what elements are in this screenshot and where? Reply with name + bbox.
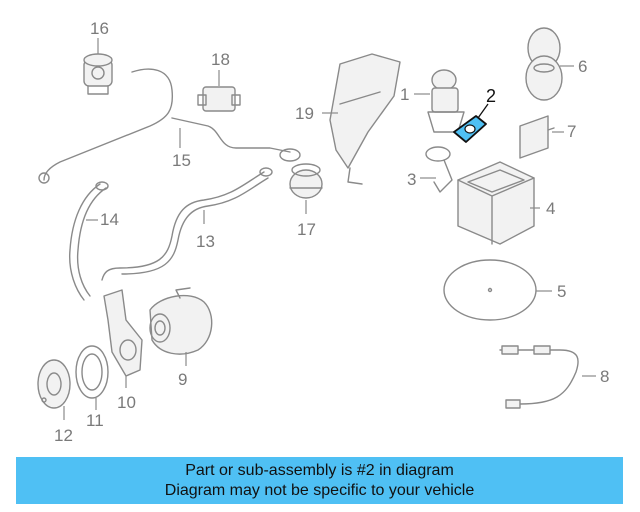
part-12-flange[interactable] bbox=[37, 359, 71, 409]
part-7-bracket[interactable] bbox=[519, 115, 555, 159]
callout-14: 14 bbox=[100, 210, 119, 229]
callout-9: 9 bbox=[178, 370, 187, 389]
callout-7: 7 bbox=[567, 122, 576, 141]
parts-diagram: 16 18 15 19 17 1 2 bbox=[37, 19, 609, 445]
part-3-pipe[interactable] bbox=[425, 146, 453, 193]
callout-17: 17 bbox=[297, 220, 316, 239]
part-13-hose[interactable] bbox=[101, 167, 273, 281]
callout-6: 6 bbox=[578, 57, 587, 76]
callout-18: 18 bbox=[211, 50, 230, 69]
callout-8: 8 bbox=[600, 367, 609, 386]
part-2-gasket[interactable] bbox=[453, 115, 487, 143]
part-14-hose[interactable] bbox=[68, 181, 109, 301]
callout-15: 15 bbox=[172, 151, 191, 170]
part-9-air-pump[interactable] bbox=[149, 287, 213, 355]
callout-11: 11 bbox=[86, 411, 104, 430]
banner-line-part-number: Part or sub-assembly is #2 in diagram bbox=[185, 461, 454, 479]
callout-19: 19 bbox=[295, 104, 314, 123]
part-4-module[interactable] bbox=[457, 161, 535, 245]
info-banner: Part or sub-assembly is #2 in diagram Di… bbox=[16, 457, 623, 504]
callout-4: 4 bbox=[546, 199, 555, 218]
banner-line-disclaimer: Diagram may not be specific to your vehi… bbox=[164, 481, 475, 499]
callout-13: 13 bbox=[196, 232, 215, 251]
part-6-canister[interactable] bbox=[525, 27, 563, 101]
part-5-plate[interactable] bbox=[443, 259, 537, 321]
callout-10: 10 bbox=[117, 393, 136, 412]
part-15-pipe[interactable] bbox=[38, 68, 301, 184]
callout-12: 12 bbox=[54, 426, 73, 445]
part-10-bracket[interactable] bbox=[103, 289, 143, 377]
part-18-solenoid[interactable] bbox=[197, 86, 241, 112]
part-16-valve[interactable] bbox=[83, 53, 113, 95]
callout-2: 2 bbox=[486, 86, 496, 106]
part-8-sensor[interactable] bbox=[499, 345, 579, 409]
callout-5: 5 bbox=[557, 282, 566, 301]
callout-1: 1 bbox=[400, 85, 409, 104]
part-11-gasket[interactable] bbox=[75, 345, 109, 399]
callout-16: 16 bbox=[90, 19, 109, 38]
part-17-valve[interactable] bbox=[289, 163, 323, 199]
callout-3: 3 bbox=[407, 170, 416, 189]
part-1-egr-valve[interactable] bbox=[427, 69, 465, 133]
part-19-bracket[interactable] bbox=[329, 53, 401, 185]
